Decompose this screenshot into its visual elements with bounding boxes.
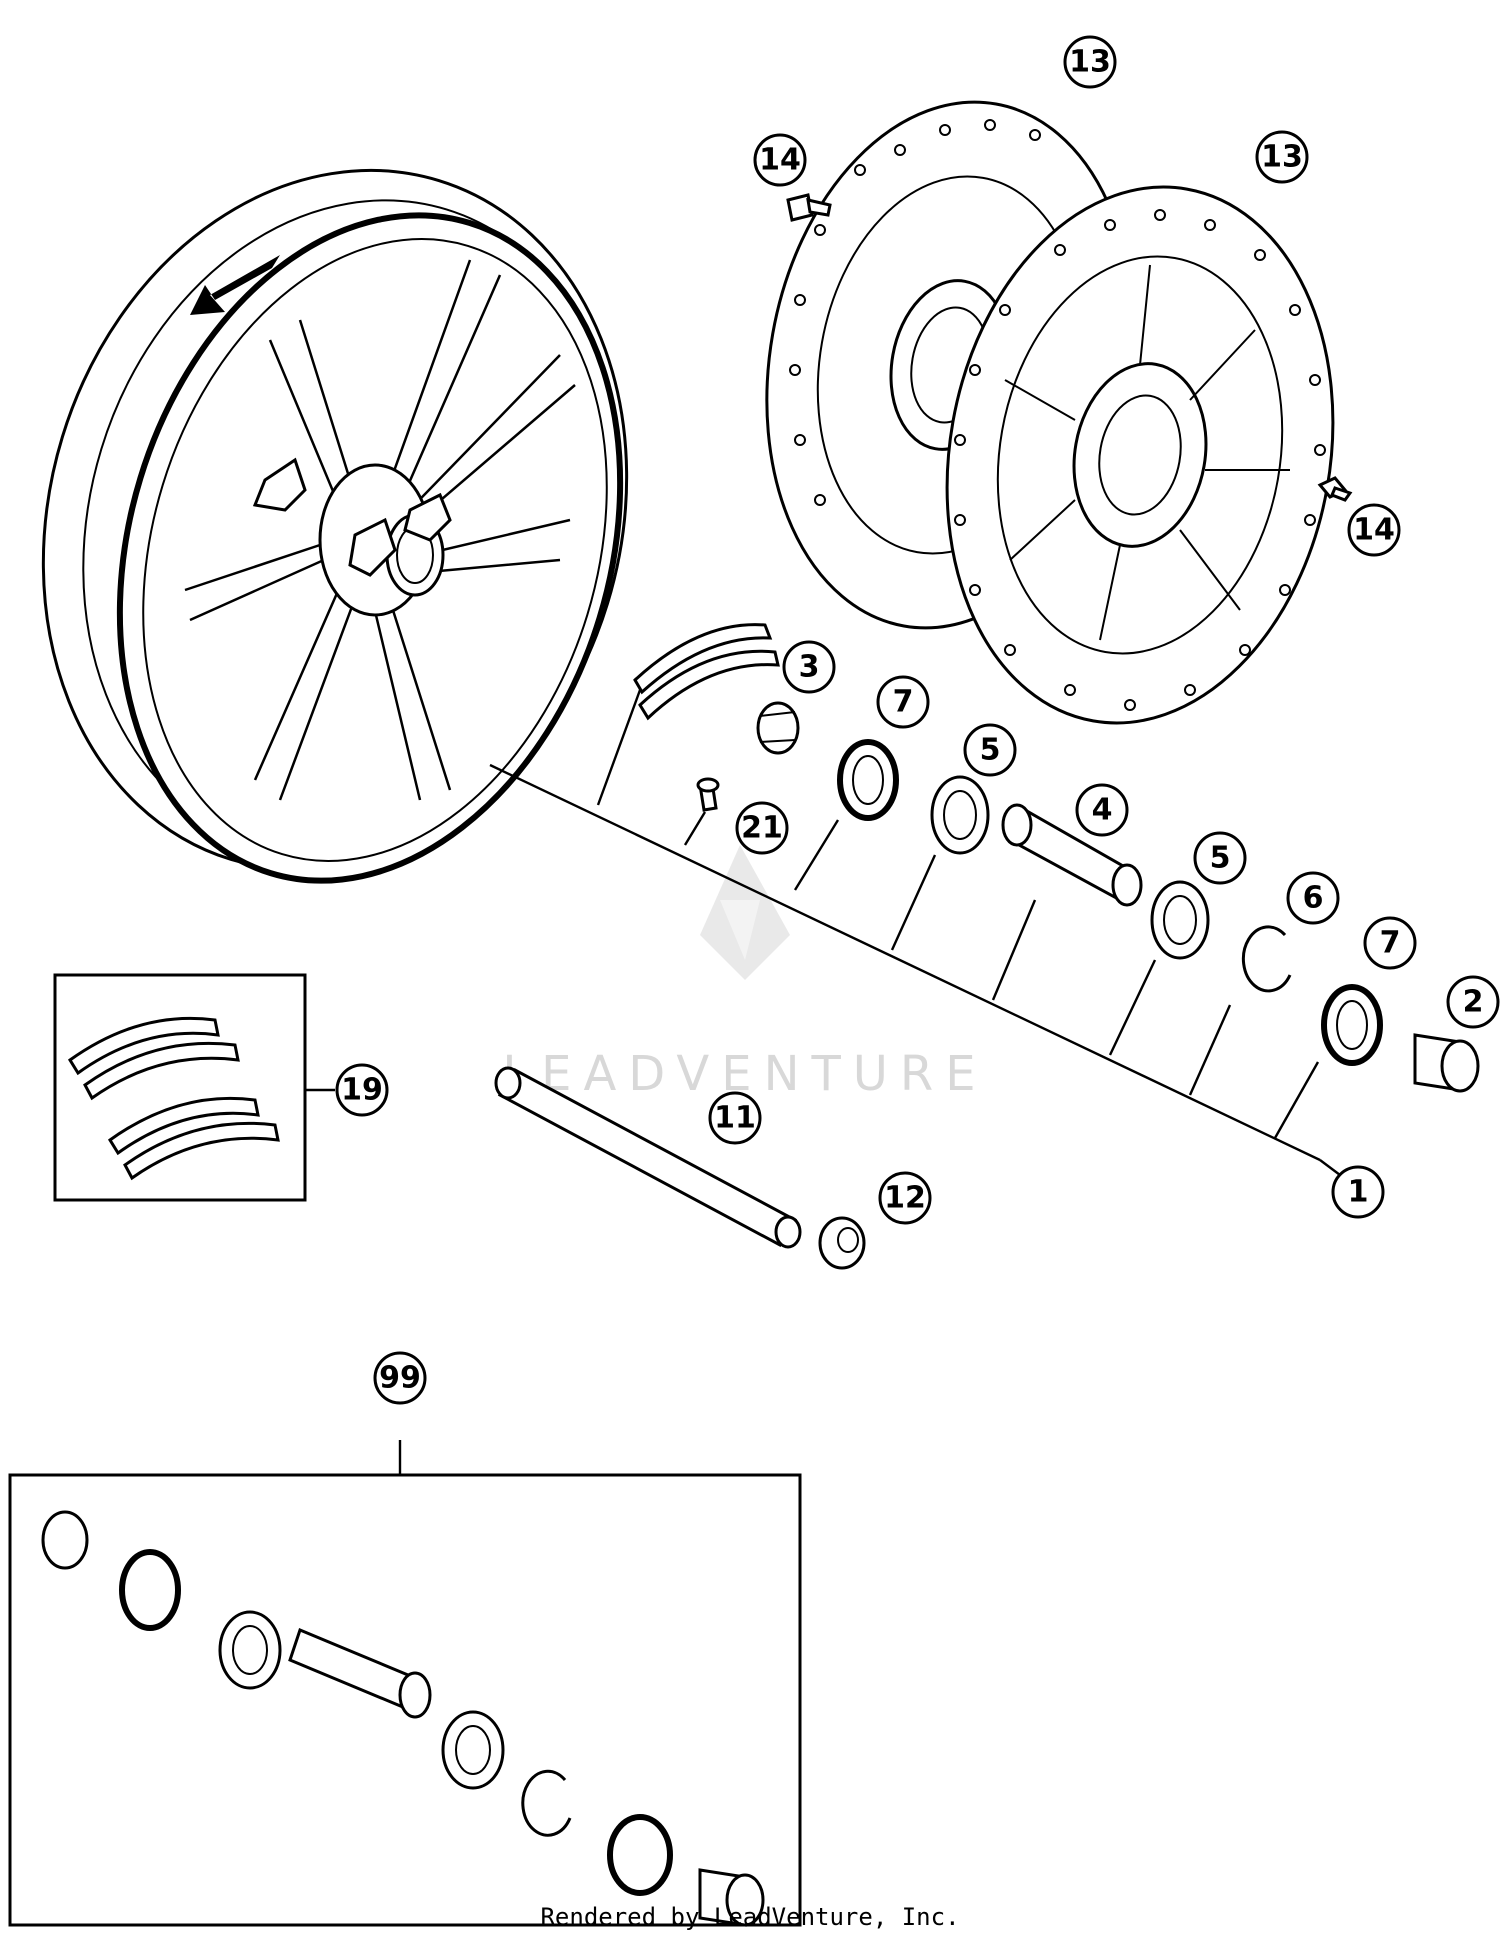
shaft-seal-7b [1321,984,1383,1066]
wheel-spindle-11 [494,1066,802,1249]
svg-text:1: 1 [1348,1175,1369,1210]
callout-3: 3 [782,640,836,694]
spindle-nut-12 [818,1216,866,1270]
shaft-seal-7a [837,739,899,821]
svg-text:14: 14 [1353,513,1395,548]
brake-disc-front [945,185,1335,725]
decal-strip [633,623,780,721]
front-wheel-drawing [41,168,629,884]
svg-text:19: 19 [341,1073,383,1108]
repair-kit-box [8,1473,802,1927]
callout-13-top: 13 [1063,35,1117,89]
ball-bearing-5b [1150,880,1210,960]
valve-21 [696,777,720,812]
svg-text:13: 13 [1069,45,1111,80]
svg-text:5: 5 [1210,841,1231,876]
svg-text:7: 7 [893,685,914,720]
callout-5-top: 5 [963,723,1017,777]
disc-screw-right [1317,476,1353,502]
callout-21: 21 [735,801,789,855]
decal-kit-box [53,973,307,1202]
callout-7-bottom: 7 [1363,916,1417,970]
svg-text:14: 14 [759,143,801,178]
svg-text:12: 12 [884,1181,926,1216]
svg-text:13: 13 [1261,140,1303,175]
callout-19: 19 [335,1063,389,1117]
spacer-3 [756,701,800,755]
callout-6: 6 [1286,871,1340,925]
svg-text:3: 3 [799,650,820,685]
leader-lines [305,689,1341,1475]
footer-credit: Rendered by LeadVenture, Inc. [540,1903,959,1931]
svg-text:21: 21 [741,811,783,846]
watermark-logo [700,845,790,980]
callout-99: 99 [373,1351,427,1405]
callout-11: 11 [708,1091,762,1145]
circlip-6 [1241,925,1292,993]
ball-bearing-5a [930,775,990,855]
distance-sleeve-4 [1001,803,1143,907]
disc-screw-top [786,193,832,222]
callout-7-top: 7 [876,675,930,729]
svg-text:2: 2 [1463,985,1484,1020]
callout-12: 12 [878,1171,932,1225]
svg-text:6: 6 [1303,881,1324,916]
callout-14-right: 14 [1347,503,1401,557]
callout-13-right: 13 [1255,130,1309,184]
spacer-2 [1413,1033,1480,1093]
svg-text:4: 4 [1092,793,1113,828]
svg-text:7: 7 [1380,926,1401,961]
svg-text:11: 11 [714,1101,756,1136]
svg-text:5: 5 [980,733,1001,768]
callout-1: 1 [1331,1165,1385,1219]
callout-4: 4 [1075,783,1129,837]
disc-holes [789,119,1326,711]
callout-2: 2 [1446,975,1500,1029]
svg-text:99: 99 [379,1361,421,1396]
callout-14-top: 14 [753,133,807,187]
callout-5-bottom: 5 [1193,831,1247,885]
